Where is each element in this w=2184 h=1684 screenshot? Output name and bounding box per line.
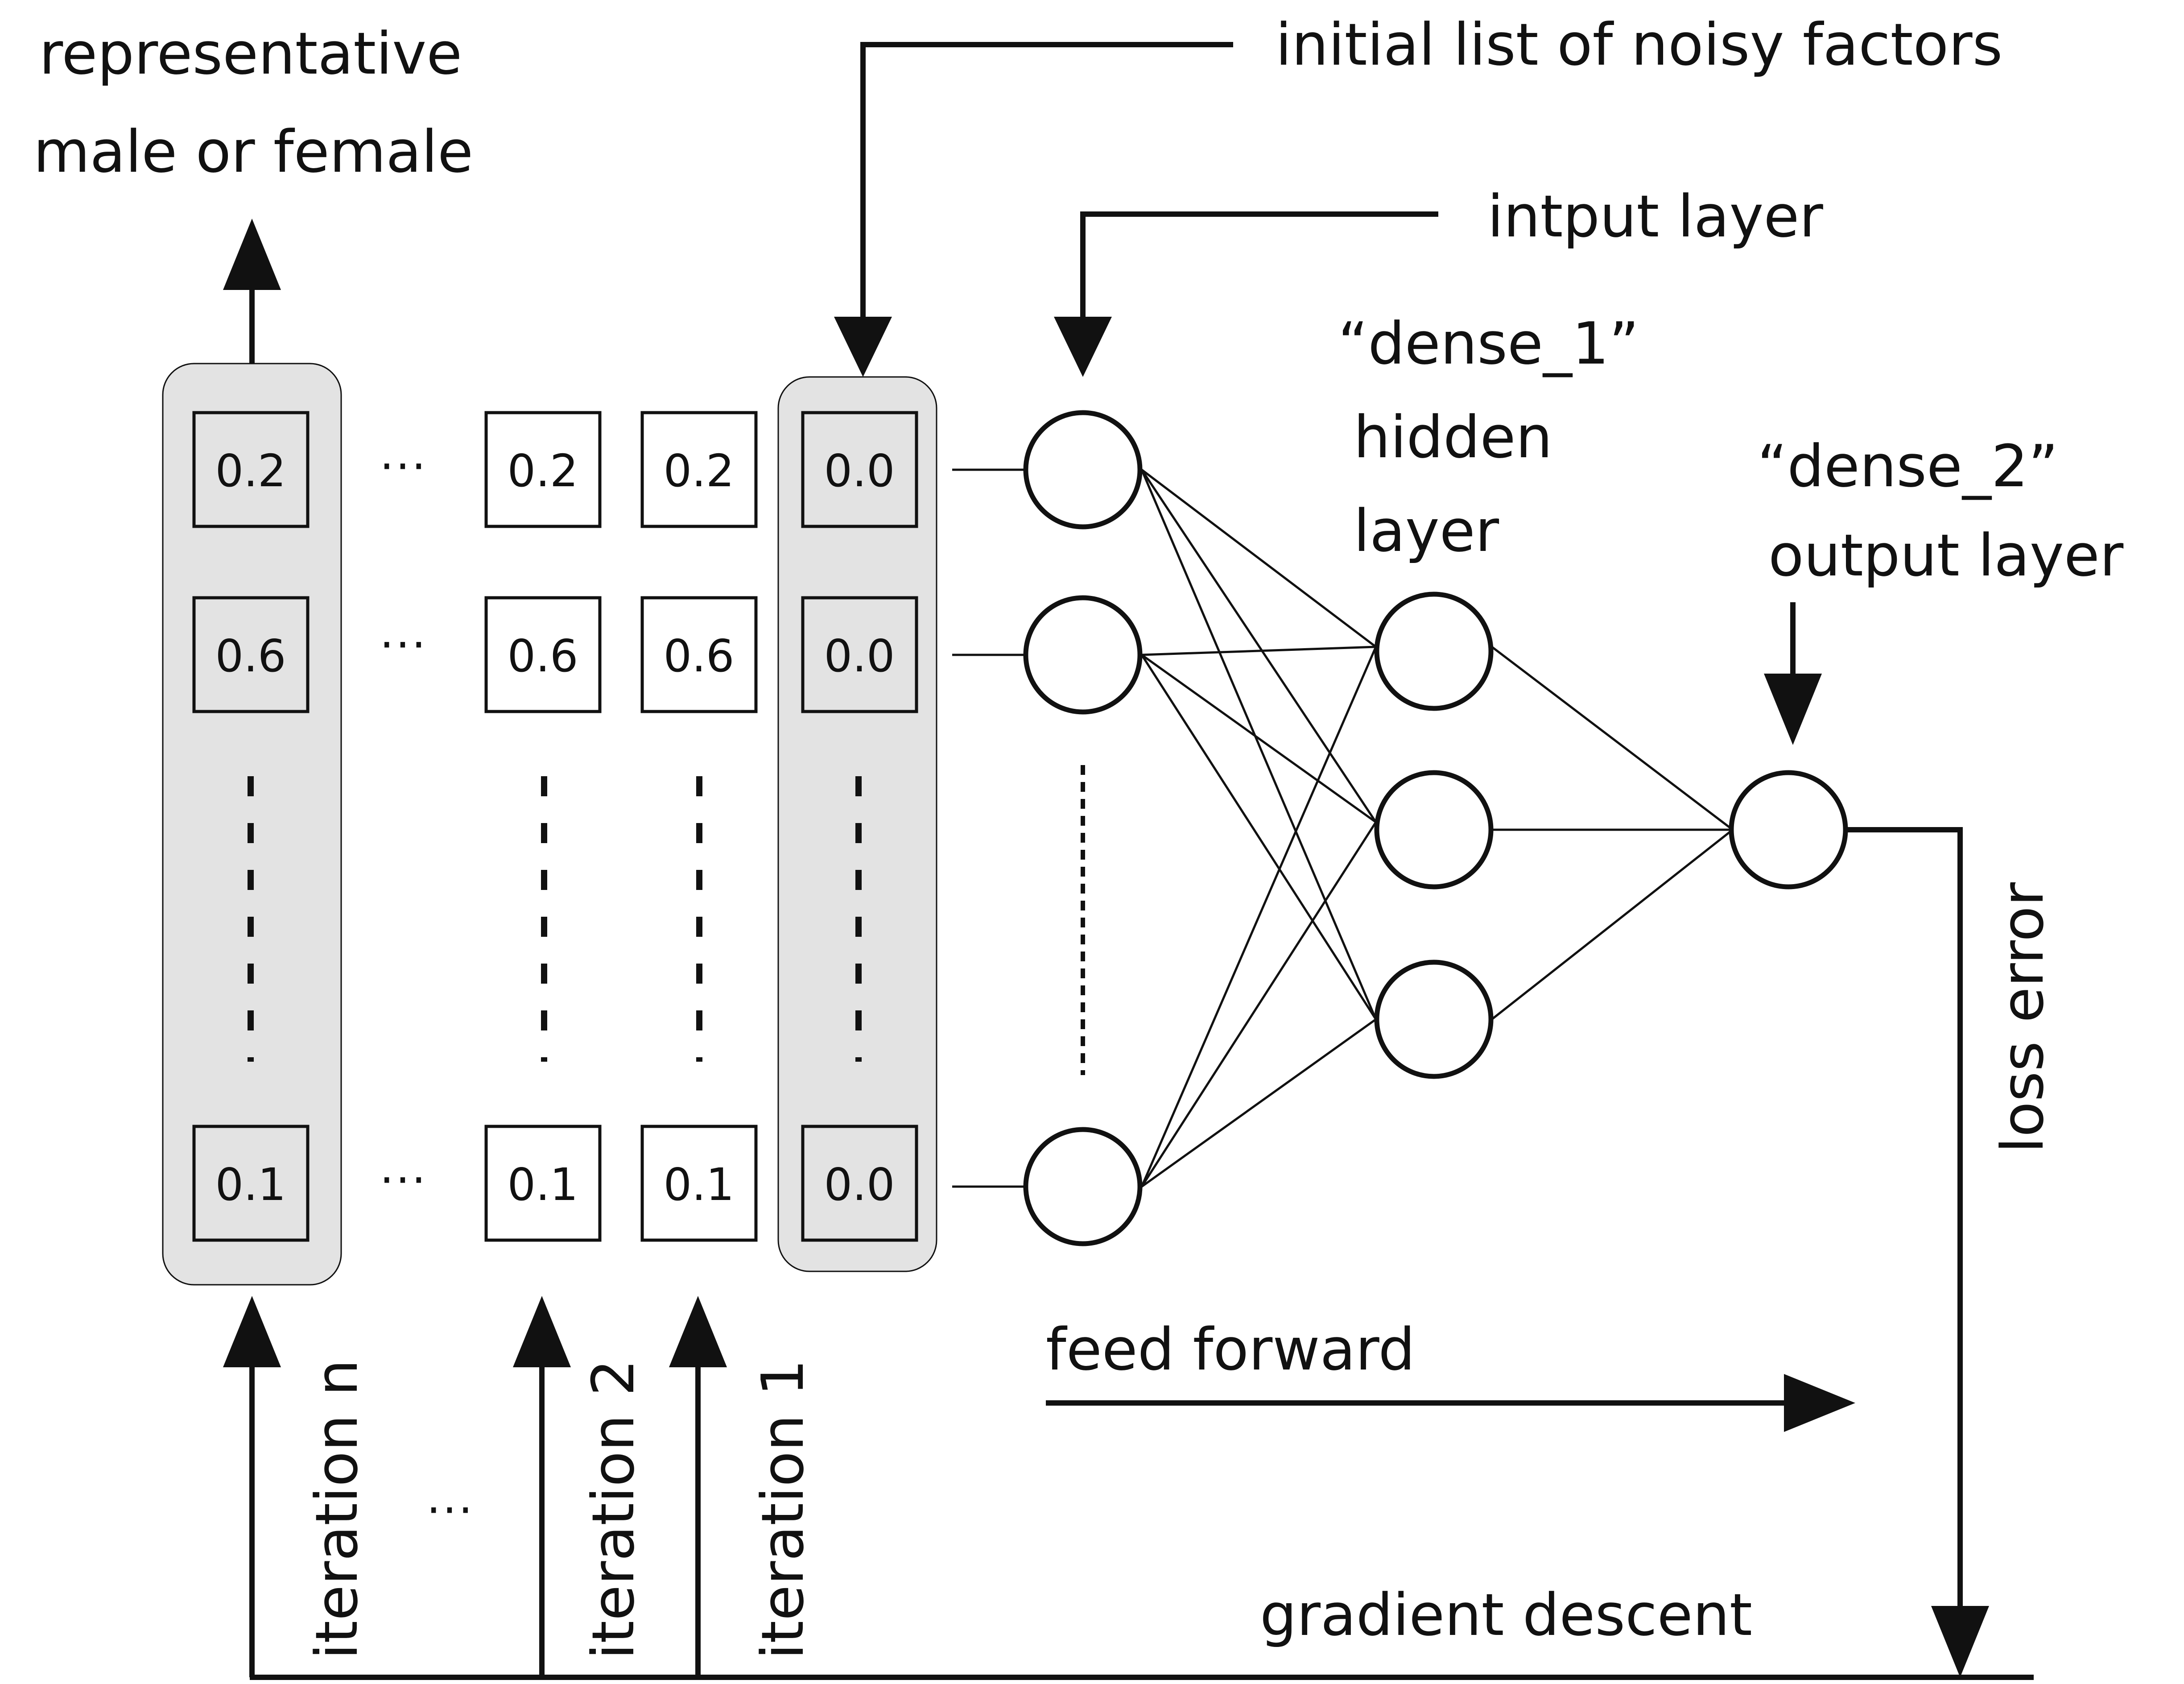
value-box (640, 1125, 758, 1242)
dense2-output-label: output layer (1768, 521, 2124, 589)
column-iteration-n: 0.2 0.6 0.1 (192, 411, 310, 1242)
arrowhead-up (669, 1296, 727, 1367)
hidden-neuron (1374, 592, 1494, 711)
ellipsis-row-2: ··· (380, 619, 427, 671)
value-text: 0.0 (824, 445, 895, 497)
value-text: 0.1 (215, 1159, 286, 1211)
ellipsis-row-3: ··· (380, 1154, 427, 1206)
arrowhead-up (513, 1296, 571, 1367)
gradient-descent-label: gradient descent (1260, 1581, 1752, 1649)
input-neuron (1023, 410, 1143, 530)
iteration-n-label: iteration n (303, 1359, 371, 1659)
value-text: 0.1 (663, 1159, 734, 1211)
arrowhead-down (1931, 1606, 1989, 1677)
value-text: 0.0 (824, 1159, 895, 1211)
dense1-name-label: “dense_1” (1338, 310, 1639, 377)
column-iteration-1: 0.2 0.6 0.1 (640, 411, 758, 1242)
value-text: 0.1 (507, 1159, 578, 1211)
value-box (801, 1125, 918, 1242)
representative-label: representative (39, 20, 462, 87)
hidden-layer (1374, 592, 1494, 1079)
value-box (484, 1125, 602, 1242)
hidden-neuron (1374, 960, 1494, 1079)
arrowhead-down (1764, 674, 1822, 745)
hidden-neuron (1374, 770, 1494, 890)
input-connectors (952, 468, 1024, 1188)
value-text: 0.2 (215, 445, 286, 497)
iteration-2-label: iteration 2 (579, 1359, 647, 1659)
value-box (801, 411, 918, 528)
value-text: 0.6 (507, 630, 578, 682)
arrowhead-up (223, 1296, 281, 1367)
value-box (801, 596, 918, 713)
input-layer (1023, 410, 1143, 1246)
arrowhead-right (1784, 1374, 1855, 1432)
initial-noisy-label: initial list of noisy factors (1276, 11, 2002, 79)
dense1-layer-label: layer (1354, 497, 1499, 565)
arrowhead-down (1054, 317, 1112, 377)
dense1-hidden-label: hidden (1354, 403, 1552, 471)
value-box (640, 596, 758, 713)
value-text: 0.6 (215, 630, 286, 682)
loss-error-label: loss error (1989, 882, 2056, 1153)
value-box (640, 411, 758, 528)
representative-label-2: male or female (33, 118, 473, 186)
value-box (484, 411, 602, 528)
ellipsis-row-1: ··· (380, 440, 427, 492)
value-text: 0.6 (663, 630, 734, 682)
input-layer-label: intput layer (1487, 182, 1823, 250)
feed-forward-label: feed forward (1046, 1316, 1415, 1383)
iteration-1-label: iteration 1 (749, 1359, 817, 1659)
value-box (192, 596, 310, 713)
output-neuron (1729, 770, 1848, 890)
column-iteration-2: 0.2 0.6 0.1 (484, 411, 602, 1242)
dense2-name-label: “dense_2” (1757, 432, 2058, 500)
value-box (484, 596, 602, 713)
arrowhead-down (834, 317, 892, 377)
value-text: 0.2 (663, 445, 734, 497)
network-connections (1140, 469, 1734, 1188)
arrowheads (223, 219, 1989, 1677)
ellipsis-iterations: ··· (426, 1484, 474, 1536)
loss-path (249, 42, 2034, 1680)
value-box (192, 1125, 310, 1242)
column-initial: 0.0 0.0 0.0 (801, 411, 918, 1242)
value-box (192, 411, 310, 528)
input-neuron (1023, 1127, 1143, 1246)
value-text: 0.0 (824, 630, 895, 682)
arrowhead-up (223, 219, 281, 290)
input-neuron (1023, 595, 1143, 715)
value-text: 0.2 (507, 445, 578, 497)
